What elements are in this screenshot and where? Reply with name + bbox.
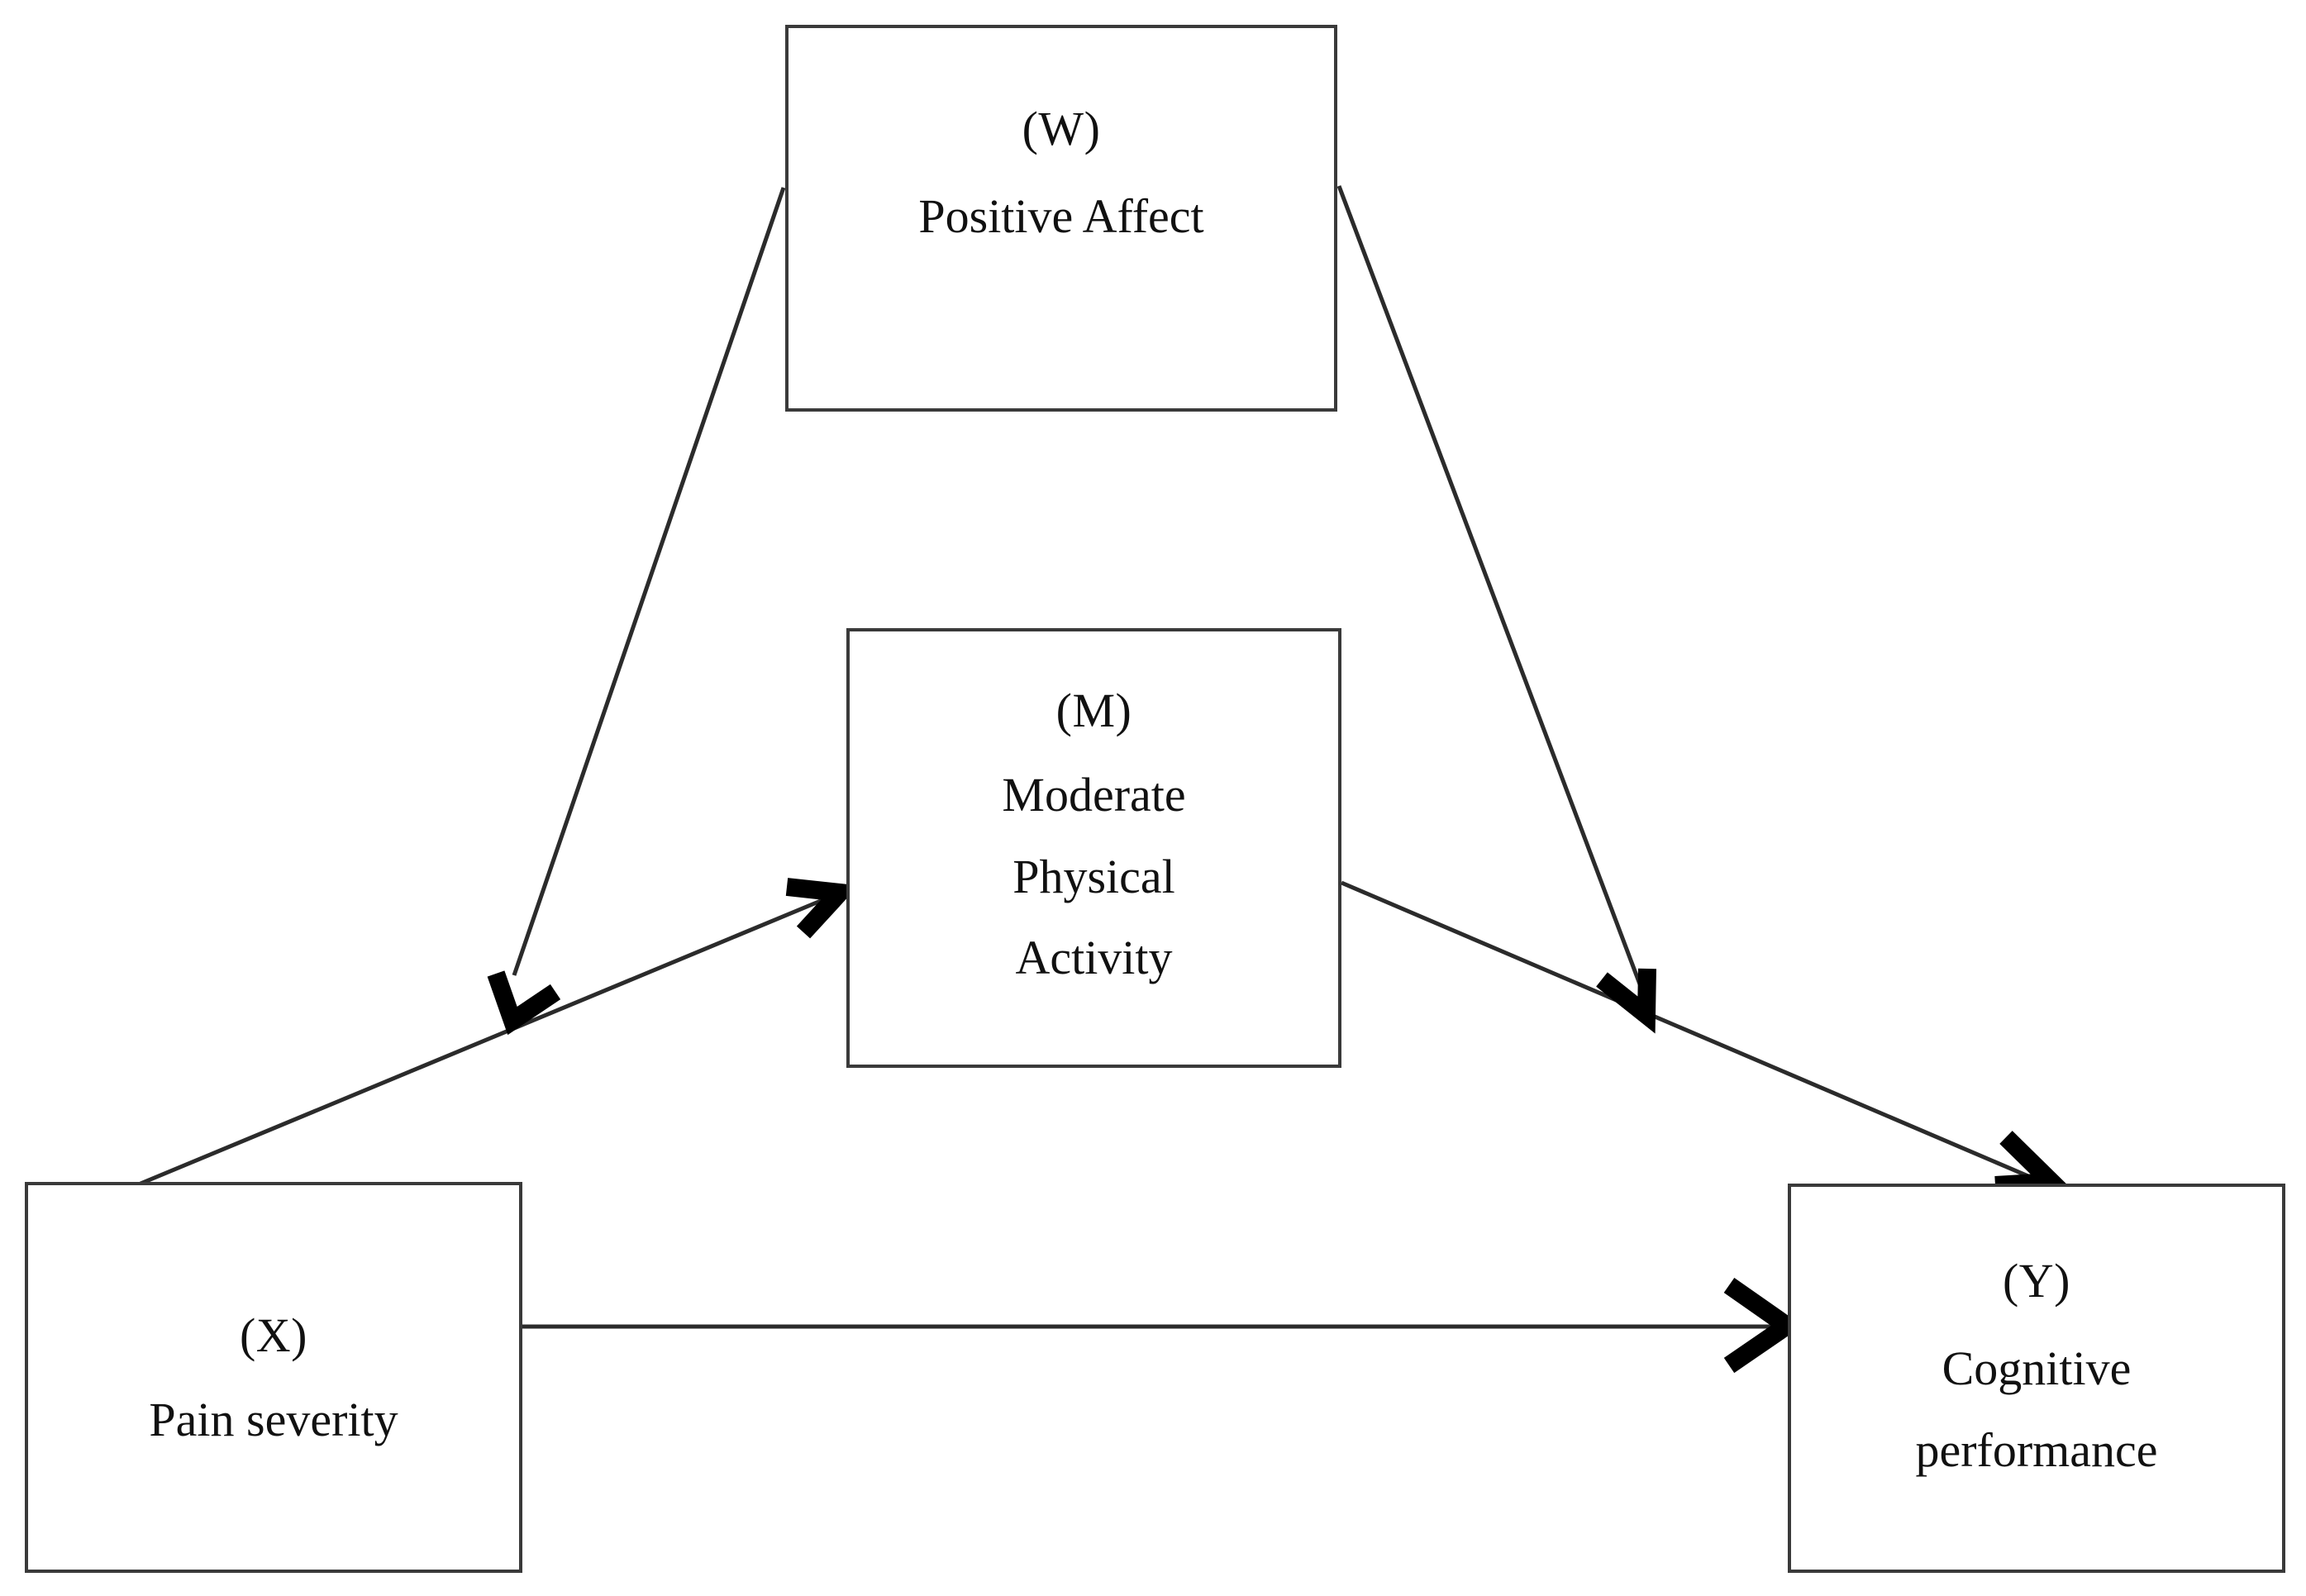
- node-label-m-line-1: Moderate: [1002, 768, 1186, 822]
- edge-w-to-b-path: [1336, 185, 1656, 1034]
- node-code-x: (X): [239, 1308, 307, 1362]
- edge-m-to-y: [1341, 880, 2073, 1194]
- arrowhead-x-to-m: [785, 878, 859, 939]
- node-label-x-line-1: Pain severity: [149, 1393, 398, 1447]
- node-label-w-line-1: Positive Affect: [918, 189, 1204, 244]
- arrowhead-w-to-a-path: [487, 970, 561, 1036]
- node-code-w: (W): [1022, 102, 1101, 155]
- node-box-w-positive-affect[interactable]: (W) Positive Affect: [785, 25, 1337, 412]
- node-code-m: (M): [1055, 684, 1132, 737]
- node-code-y: (Y): [2002, 1254, 2070, 1308]
- edge-x-to-y: [508, 1277, 1803, 1374]
- node-box-y-cognitive-performance[interactable]: (Y) Cognitive performance: [1788, 1184, 2285, 1573]
- arrowhead-x-to-y: [1723, 1277, 1803, 1374]
- node-label-m-line-2: Physical: [1012, 849, 1175, 903]
- arrowhead-m-to-y: [1994, 1131, 2073, 1194]
- edge-x-to-m: [140, 878, 859, 1186]
- edge-w-to-a-path: [487, 187, 786, 1036]
- node-box-x-pain-severity[interactable]: (X) Pain severity: [25, 1182, 522, 1573]
- arrowhead-w-to-b-path: [1596, 968, 1656, 1034]
- node-label-y-line-1: Cognitive: [1942, 1341, 2132, 1396]
- node-label-y-line-2: performance: [1915, 1422, 2158, 1477]
- node-box-m-moderate-physical-activity[interactable]: (M) Moderate Physical Activity: [846, 628, 1341, 1068]
- node-label-m-line-3: Activity: [1015, 931, 1173, 985]
